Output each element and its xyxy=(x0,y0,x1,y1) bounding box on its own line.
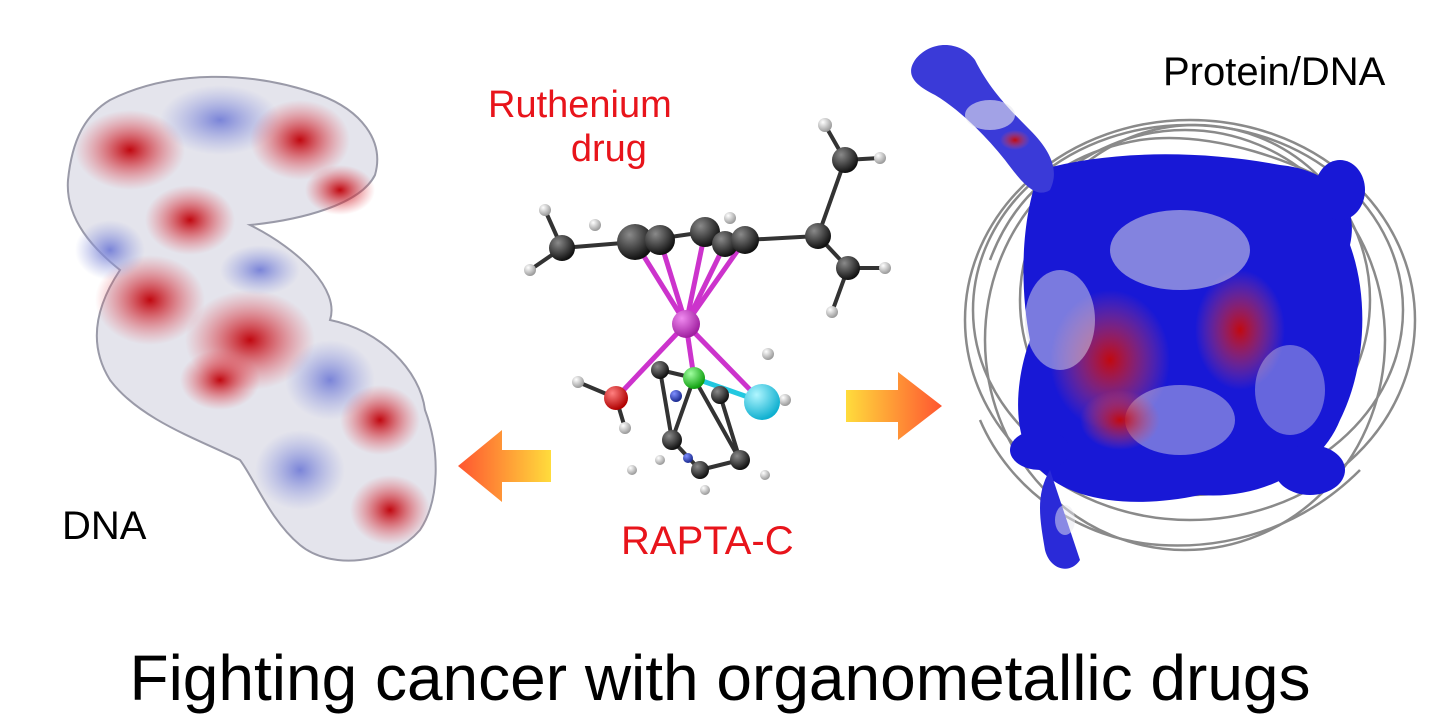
arrow-left-icon xyxy=(458,430,551,502)
protein-dna-label: Protein/DNA xyxy=(1163,50,1386,94)
page-title: Fighting cancer with organometallic drug… xyxy=(129,642,1311,714)
nucleosome-icon xyxy=(911,45,1417,569)
dna-surface-icon xyxy=(66,75,437,562)
drug-label-line1: Ruthenium xyxy=(488,84,672,126)
drug-label-line2: drug xyxy=(570,127,647,170)
dna-label: DNA xyxy=(62,504,147,548)
rapta-c-molecule-icon xyxy=(524,118,891,495)
arrow-right-icon xyxy=(846,372,942,440)
rapta-c-label: RAPTA-C xyxy=(621,519,794,563)
ruthenium-drug-label: Ruthenium drug xyxy=(488,84,672,171)
